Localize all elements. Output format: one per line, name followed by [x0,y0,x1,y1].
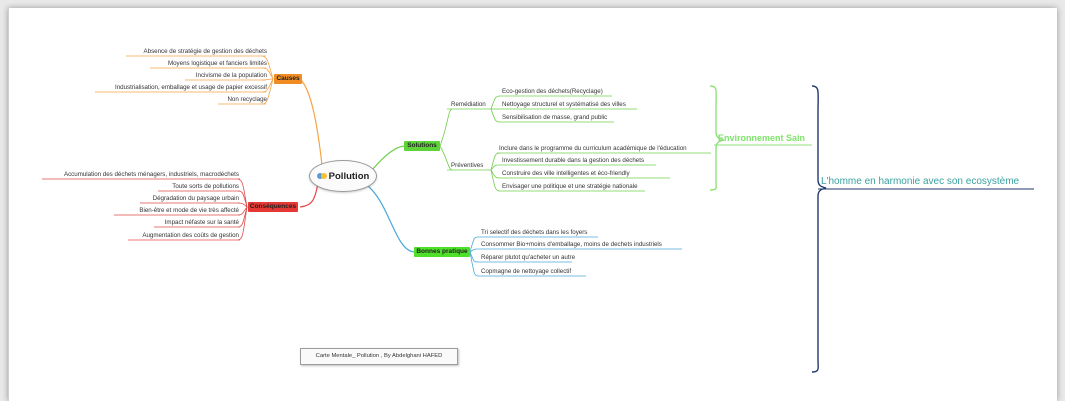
cause-item: Non recyclage [227,96,267,103]
canvas [8,8,1057,401]
bonne-pratique-item: Copmagne de nettoyage collectif [481,268,572,275]
preventive-item: Envisager une politique et une stratégie… [502,183,638,190]
consequence-item: Toute sorts de pollutions [172,183,239,190]
preventive-item: Construire des ville intelligentes et éc… [502,170,630,177]
cause-item: Incivisme de la population [195,72,267,79]
solutions-node[interactable]: Solutions [404,141,440,151]
bonne-pratique-item: Consommer Bio+moins d'emballage, moins d… [481,241,662,248]
pollution-icon [316,172,327,180]
consequence-item: Bien-être et mode de vie très affecté [139,207,239,214]
bonnes-pratique-node[interactable]: Bonnes pratique [414,247,470,257]
bonne-pratique-item: Tri selectif des déchets dans les foyers [481,229,588,236]
consequence-item: Accumulation des déchets ménagers, indus… [63,171,239,178]
causes-label: Causes [276,75,300,82]
caption-box: Carte Mentale_ Pollution , By Abdelghani… [300,348,458,365]
caption-text: Carte Mentale_ Pollution , By Abdelghani… [315,353,443,359]
consequences-label: Conséquences [249,203,297,210]
remediation-item: Eco-gestion des déchets(Recyclage) [502,88,603,95]
bonne-pratique-item: Réparer plutot qu'acheter un autre [481,254,576,261]
central-label: Pollution [328,170,370,182]
consequence-item: Dégradation du paysage urbain [152,195,239,202]
environnement-sain-label: Environnement Sain [718,133,806,143]
remediation-item: Nettoyage structurel et systématisé des … [502,101,626,108]
preventive-item: Inclure dans le programme du curriculum … [499,145,687,152]
cause-item: Moyens logistique et fanciers limités [167,60,267,67]
remediation-label: Remédiation [451,101,486,108]
cause-item: Absence de stratégie de gestion des déch… [143,48,268,55]
consequence-item: Augmentation des coûts de gestion [142,232,239,239]
preventives-label: Préventives [451,162,484,169]
cause-item: Industrialisation, emballage et usage de… [114,84,267,91]
remediation-item: Sensibilisation de masse, grand public [502,114,608,121]
central-node[interactable]: Pollution [309,160,377,192]
consequence-item: Impact néfaste sur la santé [164,219,239,226]
bonnes-pratique-label: Bonnes pratique [416,248,468,255]
consequences-node[interactable]: Conséquences [248,202,298,212]
causes-node[interactable]: Causes [274,74,302,84]
solutions-label: Solutions [407,142,437,149]
preventive-item: Investissement durable dans la gestion d… [502,157,645,164]
homme-harmonie-label: L'homme en harmonie avec son ecosystème [821,176,1020,187]
